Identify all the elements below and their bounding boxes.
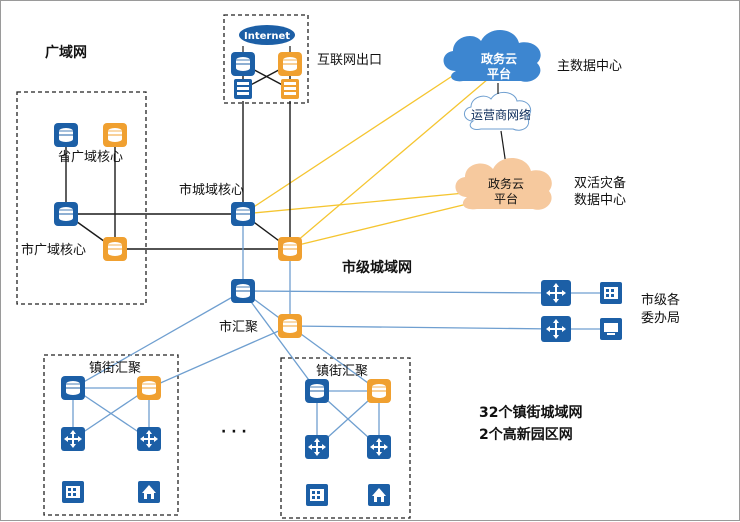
city-wan-core-label: 市广域核心 — [21, 242, 86, 258]
city-agg-router-blue — [230, 278, 256, 304]
wan-group-box — [16, 91, 147, 305]
firewall-orange — [281, 79, 299, 99]
town-agg-left-group-box — [43, 354, 179, 516]
gov-cloud-main-label-2: 平台 — [487, 66, 511, 81]
internet-label: Internet — [244, 31, 290, 42]
town-left-switch-2 — [137, 427, 161, 451]
backup-dc-label-2: 数据中心 — [574, 193, 626, 208]
city-bureaus-label-2: 委办局 — [641, 311, 680, 326]
ellipsis-label: · · · — [221, 424, 247, 440]
city-metro-core-router-orange — [277, 236, 303, 262]
town-agg-right-label: 镇街汇聚 — [316, 364, 368, 379]
city-agg-label: 市汇聚 — [219, 319, 258, 335]
town-right-switch-1 — [305, 435, 329, 459]
town-summary-2: 2个高新园区网 — [479, 426, 573, 443]
province-core-label: 省广域核心 — [58, 150, 123, 165]
city-metro-core-router-blue — [230, 201, 256, 227]
cloud-links — [242, 68, 497, 248]
internet-router-blue — [230, 51, 256, 77]
house-icon — [138, 481, 160, 503]
internet-exit-label: 互联网出口 — [317, 53, 382, 68]
monitor-icon — [600, 318, 622, 340]
internet-cloud: Internet — [239, 25, 295, 45]
building-icon — [62, 481, 84, 503]
house-icon — [368, 484, 390, 506]
backup-dc-label-1: 双活灾备 — [574, 175, 626, 191]
town-left-switch-1 — [61, 427, 85, 451]
carrier-net-label: 运营商网络 — [471, 107, 531, 122]
building-icon — [600, 282, 622, 304]
town-agg-right-group-box — [280, 357, 411, 519]
gov-cloud-backup-label-2: 平台 — [494, 191, 518, 206]
city-agg-router-orange — [277, 313, 303, 339]
city-bureaus-label-1: 市级各 — [641, 292, 680, 308]
town-left-router-blue — [60, 375, 86, 401]
gov-cloud-main-label: 政务云 — [481, 51, 517, 66]
town-left-router-orange — [136, 375, 162, 401]
town-right-switch-2 — [367, 435, 391, 459]
internet-exit-group-box — [223, 14, 309, 104]
firewall-blue — [234, 79, 252, 99]
province-core-router-orange — [102, 122, 128, 148]
city-wan-core-router-orange — [102, 236, 128, 262]
gov-cloud-main-cloud: 政务云 平台 — [443, 29, 541, 82]
town-right-router-orange — [366, 378, 392, 404]
carrier-net-cloud: 运营商网络 — [464, 92, 532, 131]
town-right-router-blue — [304, 378, 330, 404]
main-dc-label: 主数据中心 — [557, 59, 622, 74]
wan-title: 广域网 — [45, 44, 87, 61]
metro-links — [72, 214, 611, 448]
city-metro-net-title: 市级城域网 — [342, 259, 412, 276]
town-summary-1: 32个镇街城域网 — [479, 404, 582, 421]
province-core-router-blue — [53, 122, 79, 148]
bureau-switch-1 — [541, 280, 571, 306]
bureau-switch-2 — [541, 316, 571, 342]
gov-cloud-backup-label: 政务云 — [488, 176, 524, 191]
building-icon — [306, 484, 328, 506]
city-wan-core-router-blue — [53, 201, 79, 227]
gov-cloud-backup-cloud: 政务云 平台 — [455, 157, 552, 210]
city-metro-core-label: 市城域核心 — [179, 182, 244, 198]
internet-router-orange — [277, 51, 303, 77]
town-agg-left-label: 镇街汇聚 — [89, 361, 141, 376]
